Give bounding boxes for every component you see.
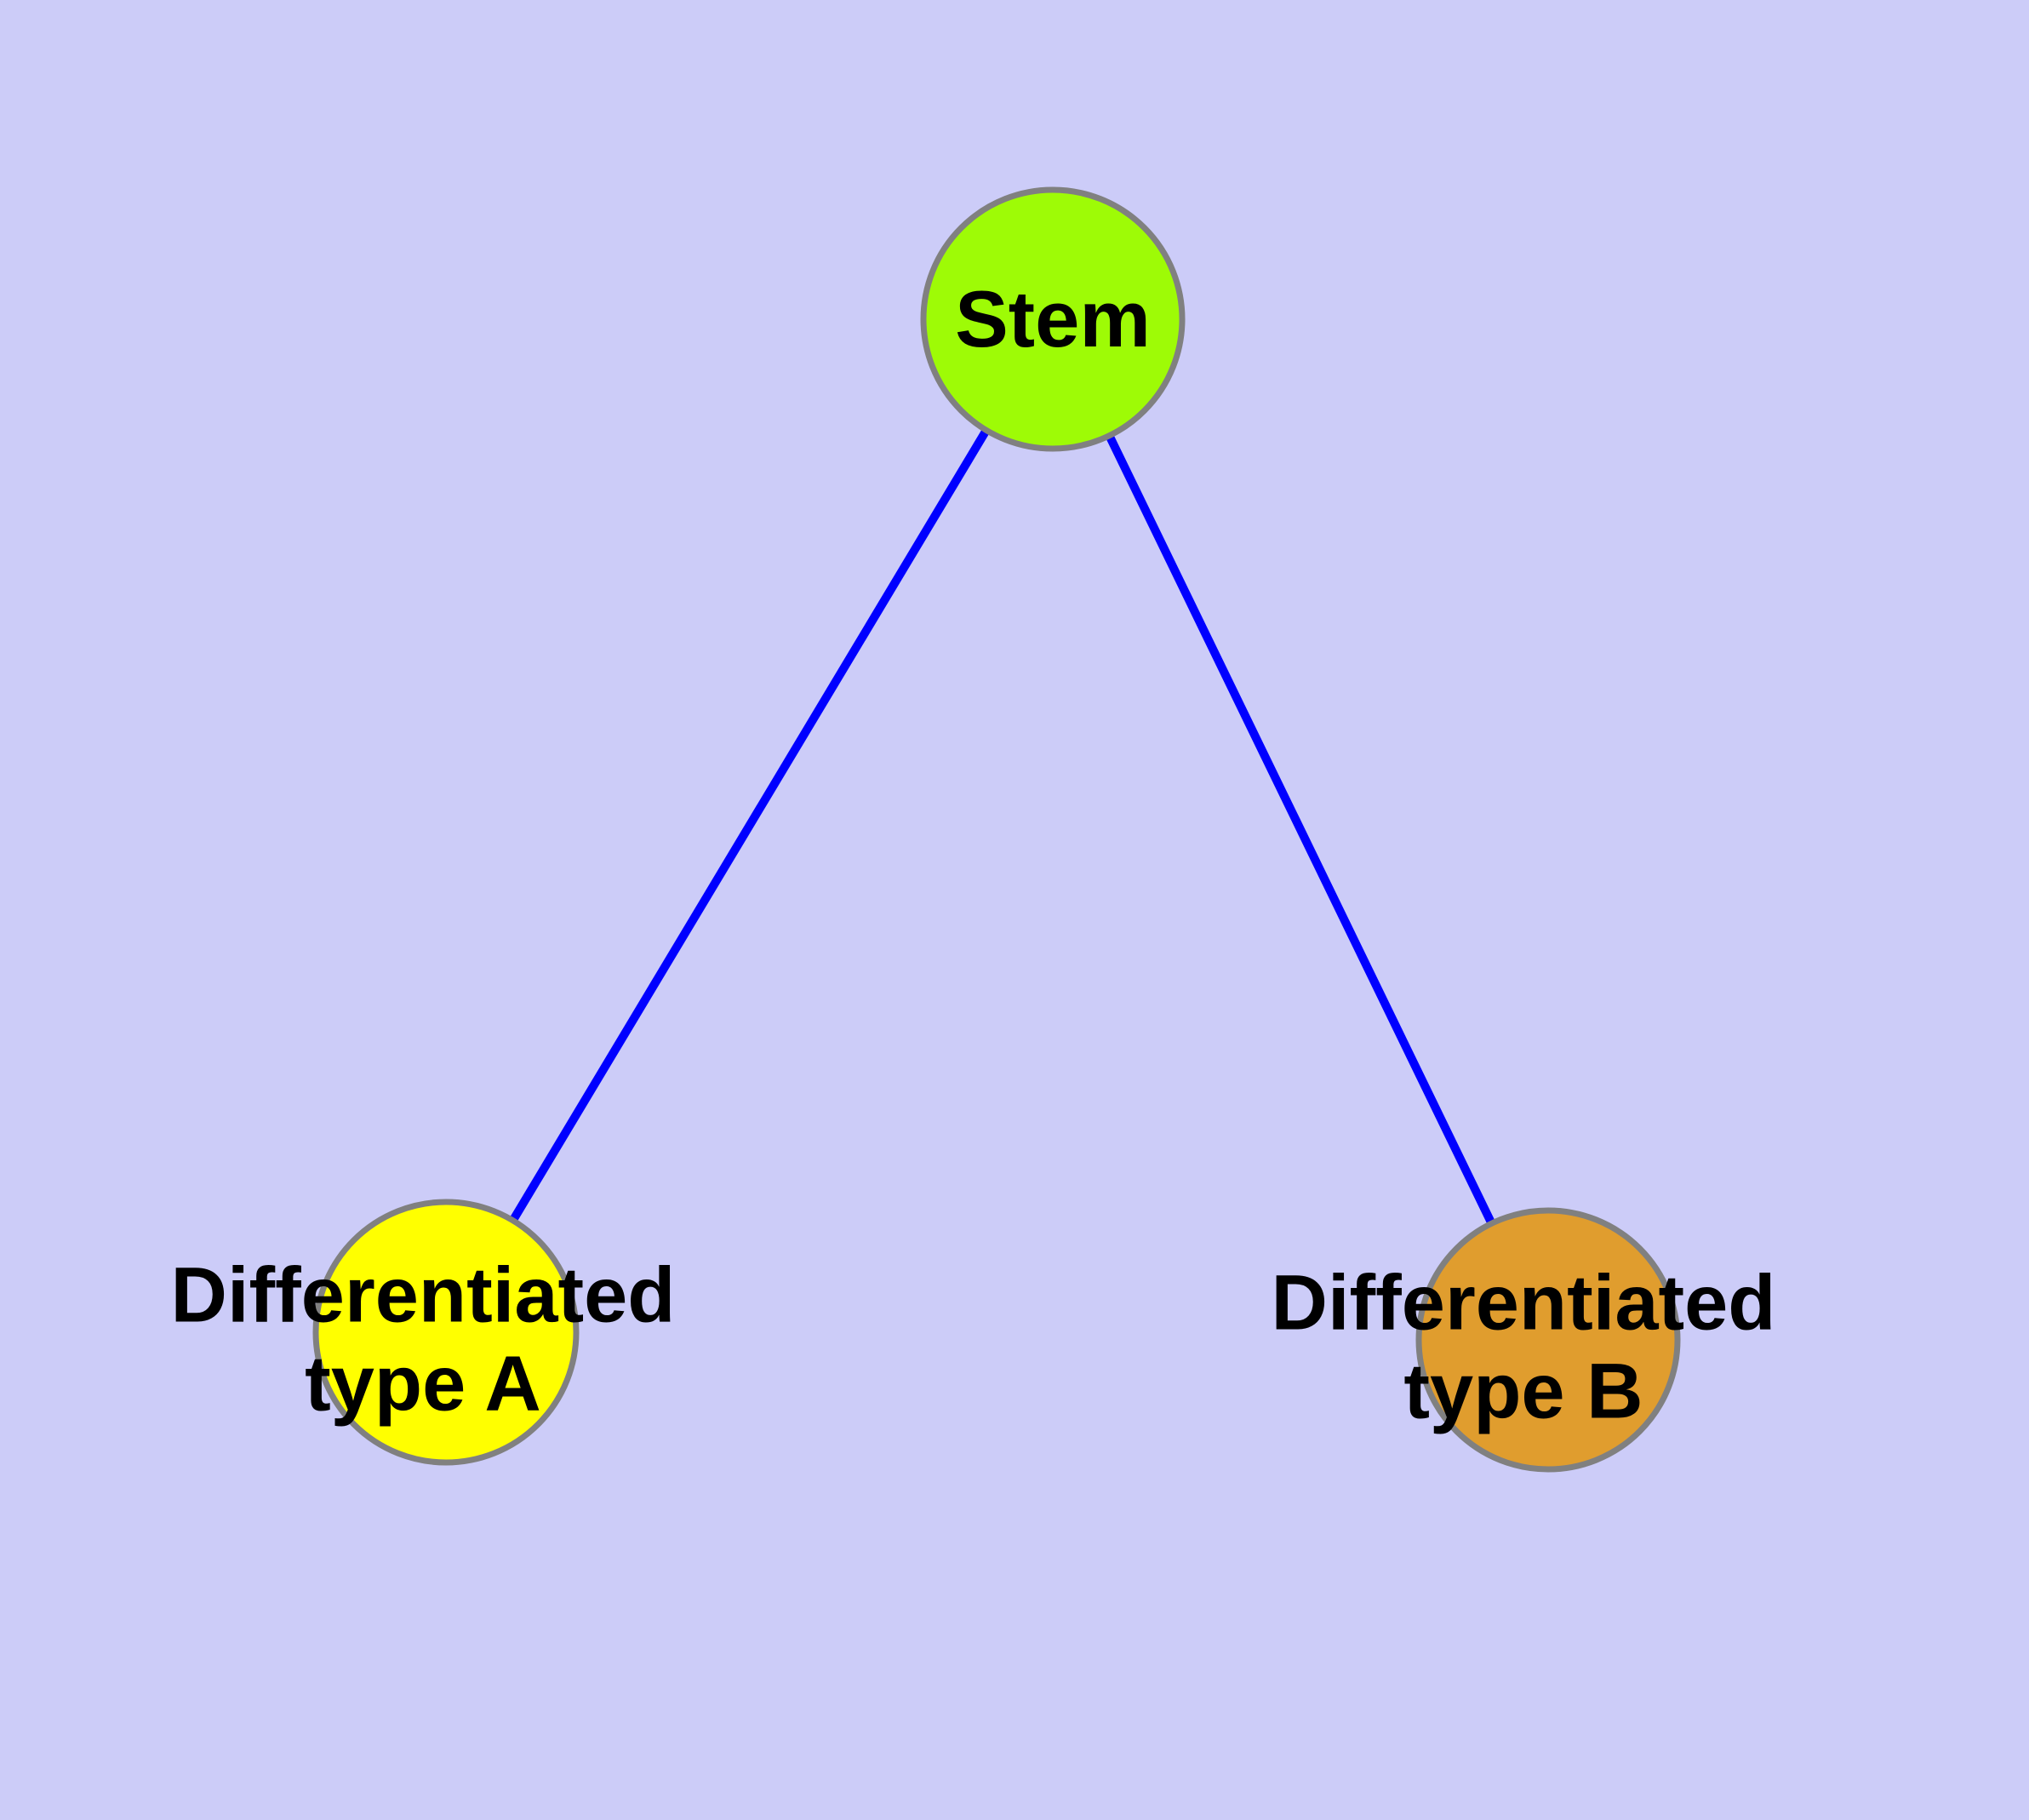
node-differentiated-type-b-label-line1: Differentiated <box>1272 1259 1776 1346</box>
node-differentiated-type-b-circle[interactable] <box>1415 1207 1681 1473</box>
node-stem-circle[interactable] <box>920 186 1186 452</box>
edge-group <box>510 430 1495 1223</box>
node-differentiated-type-a-circle[interactable] <box>312 1199 580 1466</box>
edge-stem-to-differentiated-type-b[interactable] <box>1106 436 1495 1223</box>
node-stem-label: Stem <box>955 274 1151 363</box>
node-differentiated-type-a-label-line1: Differentiated <box>171 1251 676 1338</box>
node-differentiated-type-b-label-line2: type B <box>1403 1348 1643 1434</box>
node-stem[interactable]: Stem <box>920 186 1186 452</box>
node-differentiated-type-b[interactable]: Differentiated type B <box>1272 1207 1776 1473</box>
node-differentiated-type-a[interactable]: Differentiated type A <box>171 1199 676 1466</box>
edge-stem-to-differentiated-type-a[interactable] <box>510 430 989 1221</box>
node-differentiated-type-a-label-line2: type A <box>305 1340 541 1427</box>
